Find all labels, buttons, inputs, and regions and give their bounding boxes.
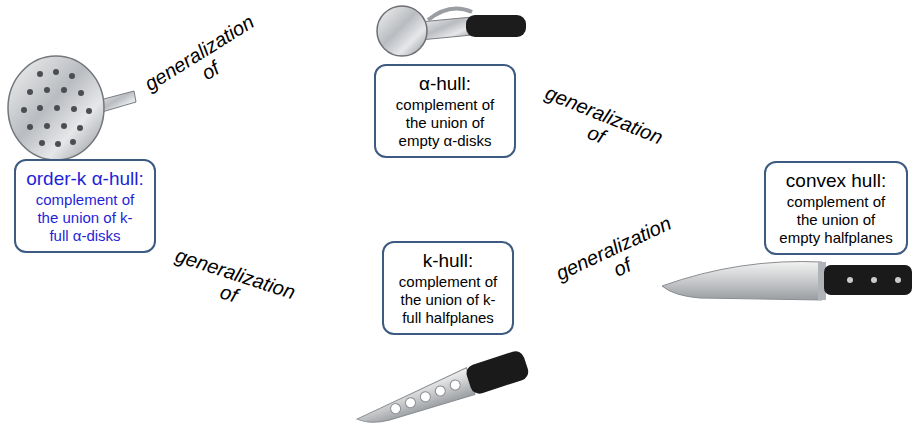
strainer-hole (37, 71, 43, 77)
strainer-hole (27, 89, 33, 95)
strainer-hole (53, 69, 59, 75)
hull-box: k-hull:complement of the union of k-full… (382, 241, 514, 335)
hull-definition: complement of the union of empty α-disks (386, 96, 504, 150)
scoop-lever (428, 8, 472, 20)
hull-name: k-hull: (394, 249, 502, 273)
strainer-hole (39, 140, 45, 146)
chef-knife-picture (662, 262, 912, 301)
strainer-picture (8, 56, 136, 160)
perforated-knife-picture (352, 349, 531, 433)
strainer-hole (44, 87, 50, 93)
strainer-hole (37, 105, 43, 111)
relation-label: generalization of (159, 242, 305, 325)
strainer-handle (100, 91, 136, 112)
perforated-handle (464, 349, 530, 396)
hull-definition: complement of the union of k-full α-disk… (31, 191, 139, 245)
strainer-hole (69, 73, 75, 79)
knife-rivet (895, 277, 901, 283)
blade-hole (419, 391, 432, 404)
strainer-hole (54, 105, 60, 111)
blade-hole (434, 385, 447, 398)
relation-label: generalization of (546, 209, 691, 306)
relation-label: generalization of (135, 7, 276, 117)
perforated-blade (352, 368, 475, 432)
knife-handle (824, 265, 912, 295)
hull-name: order-k α-hull: (26, 167, 144, 191)
scoop-picture (377, 6, 526, 56)
hull-name: convex hull: (776, 169, 896, 193)
hull-box: α-hull:complement of the union of empty … (374, 64, 516, 158)
strainer-hole (70, 139, 76, 145)
strainer-hole (86, 108, 92, 114)
blade-hole (449, 379, 462, 392)
strainer-holes (21, 69, 92, 147)
hull-name: α-hull: (386, 72, 504, 96)
strainer-hole (27, 124, 33, 130)
strainer-hole (61, 123, 67, 129)
strainer-hole (71, 106, 77, 112)
knife-blade (662, 262, 822, 301)
strainer-hole (44, 123, 50, 129)
scoop-bowl (377, 6, 427, 56)
hull-definition: complement of the union of empty halfpla… (776, 193, 896, 247)
strainer-hole (78, 90, 84, 96)
knife-rivet (871, 277, 877, 283)
strainer-hole (77, 125, 83, 131)
hull-box: order-k α-hull:complement of the union o… (14, 159, 156, 253)
blade-holes (388, 379, 463, 415)
scoop-neck (420, 17, 472, 40)
hull-definition: complement of the union of k-full halfpl… (394, 273, 502, 327)
strainer-bowl (8, 56, 104, 160)
hull-box: convex hull:complement of the union of e… (764, 161, 908, 255)
scoop-handle (466, 15, 526, 37)
relation-label: generalization of (527, 79, 673, 170)
blade-hole (389, 402, 402, 415)
strainer-hole (55, 141, 61, 147)
strainer-hole (61, 87, 67, 93)
knife-rivet (847, 277, 853, 283)
strainer-hole (21, 107, 27, 113)
blade-hole (404, 396, 417, 409)
